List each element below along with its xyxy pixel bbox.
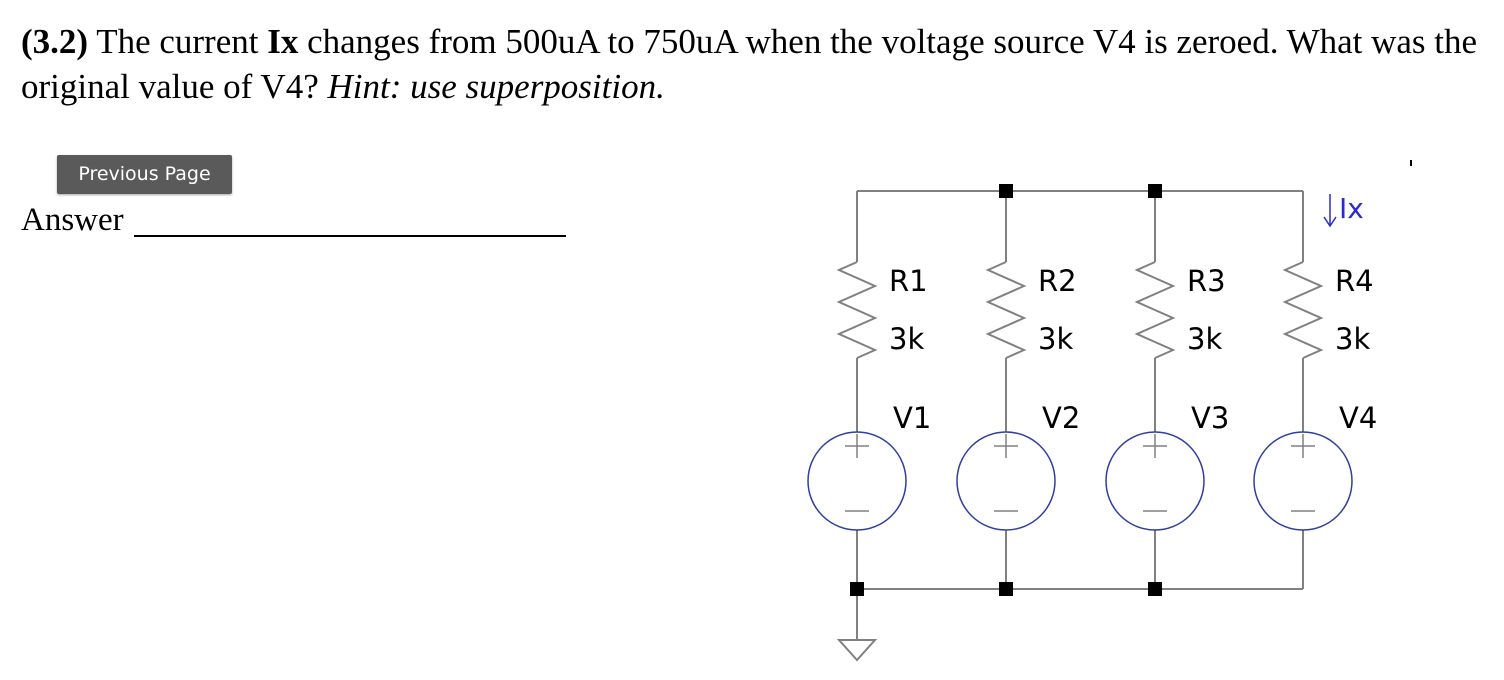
source-v1-circle bbox=[807, 431, 907, 531]
resistor-r4-value: 3k bbox=[1335, 322, 1370, 356]
resistor-r3-zigzag bbox=[1134, 261, 1176, 359]
source-v2-circle bbox=[956, 431, 1056, 531]
question-hint: Hint: use superposition. bbox=[327, 67, 665, 106]
node-top-2 bbox=[999, 184, 1013, 198]
current-ix-label: Ix bbox=[1339, 192, 1364, 225]
previous-page-button[interactable]: Previous Page bbox=[57, 155, 232, 194]
resistor-r4-label: R4 bbox=[1335, 264, 1374, 298]
answer-row: Answer bbox=[21, 196, 566, 244]
answer-label: Answer bbox=[21, 202, 124, 238]
question-number: (3.2) bbox=[21, 22, 89, 61]
source-v4-label: V4 bbox=[1339, 401, 1377, 435]
node-bottom-3 bbox=[1148, 582, 1162, 596]
question-text: (3.2) The current Ix changes from 500uA … bbox=[21, 19, 1491, 109]
current-arrow-head bbox=[1323, 216, 1337, 228]
source-polarity-marks bbox=[845, 434, 1315, 512]
resistor-r2-value: 3k bbox=[1038, 322, 1073, 356]
resistor-r4-zigzag bbox=[1282, 261, 1324, 359]
source-v1-label: V1 bbox=[893, 401, 931, 435]
resistor-r1-zigzag bbox=[836, 261, 878, 359]
current-ix-indicator: Ix bbox=[1323, 192, 1364, 228]
resistor-r1-value: 3k bbox=[889, 322, 924, 356]
resistor-r3-label: R3 bbox=[1187, 264, 1226, 298]
component-labels: R1 3k V1 R2 3k V2 R3 3k V3 R4 3k V4 bbox=[889, 264, 1377, 435]
node-top-3 bbox=[1148, 184, 1162, 198]
circuit-wires bbox=[836, 190, 1324, 662]
source-v2-label: V2 bbox=[1042, 401, 1080, 435]
ground-symbol bbox=[836, 639, 878, 662]
resistor-r1-label: R1 bbox=[889, 264, 928, 298]
resistor-r2-label: R2 bbox=[1038, 264, 1077, 298]
stray-mark bbox=[1410, 160, 1412, 166]
question-text-after: changes from 500uA to 750uA when the vol… bbox=[21, 22, 1478, 106]
answer-blank-line[interactable] bbox=[134, 235, 566, 237]
source-v3-circle bbox=[1105, 431, 1205, 531]
resistor-r3-value: 3k bbox=[1187, 322, 1222, 356]
source-v3-label: V3 bbox=[1191, 401, 1229, 435]
junction-nodes bbox=[850, 184, 1162, 596]
node-bottom-2 bbox=[999, 582, 1013, 596]
question-text-before: The current bbox=[96, 22, 259, 61]
resistor-r2-zigzag bbox=[985, 261, 1027, 359]
voltage-sources bbox=[807, 431, 1353, 531]
node-bottom-1 bbox=[850, 582, 864, 596]
question-ix: Ix bbox=[267, 22, 299, 61]
source-v4-circle bbox=[1253, 431, 1353, 531]
